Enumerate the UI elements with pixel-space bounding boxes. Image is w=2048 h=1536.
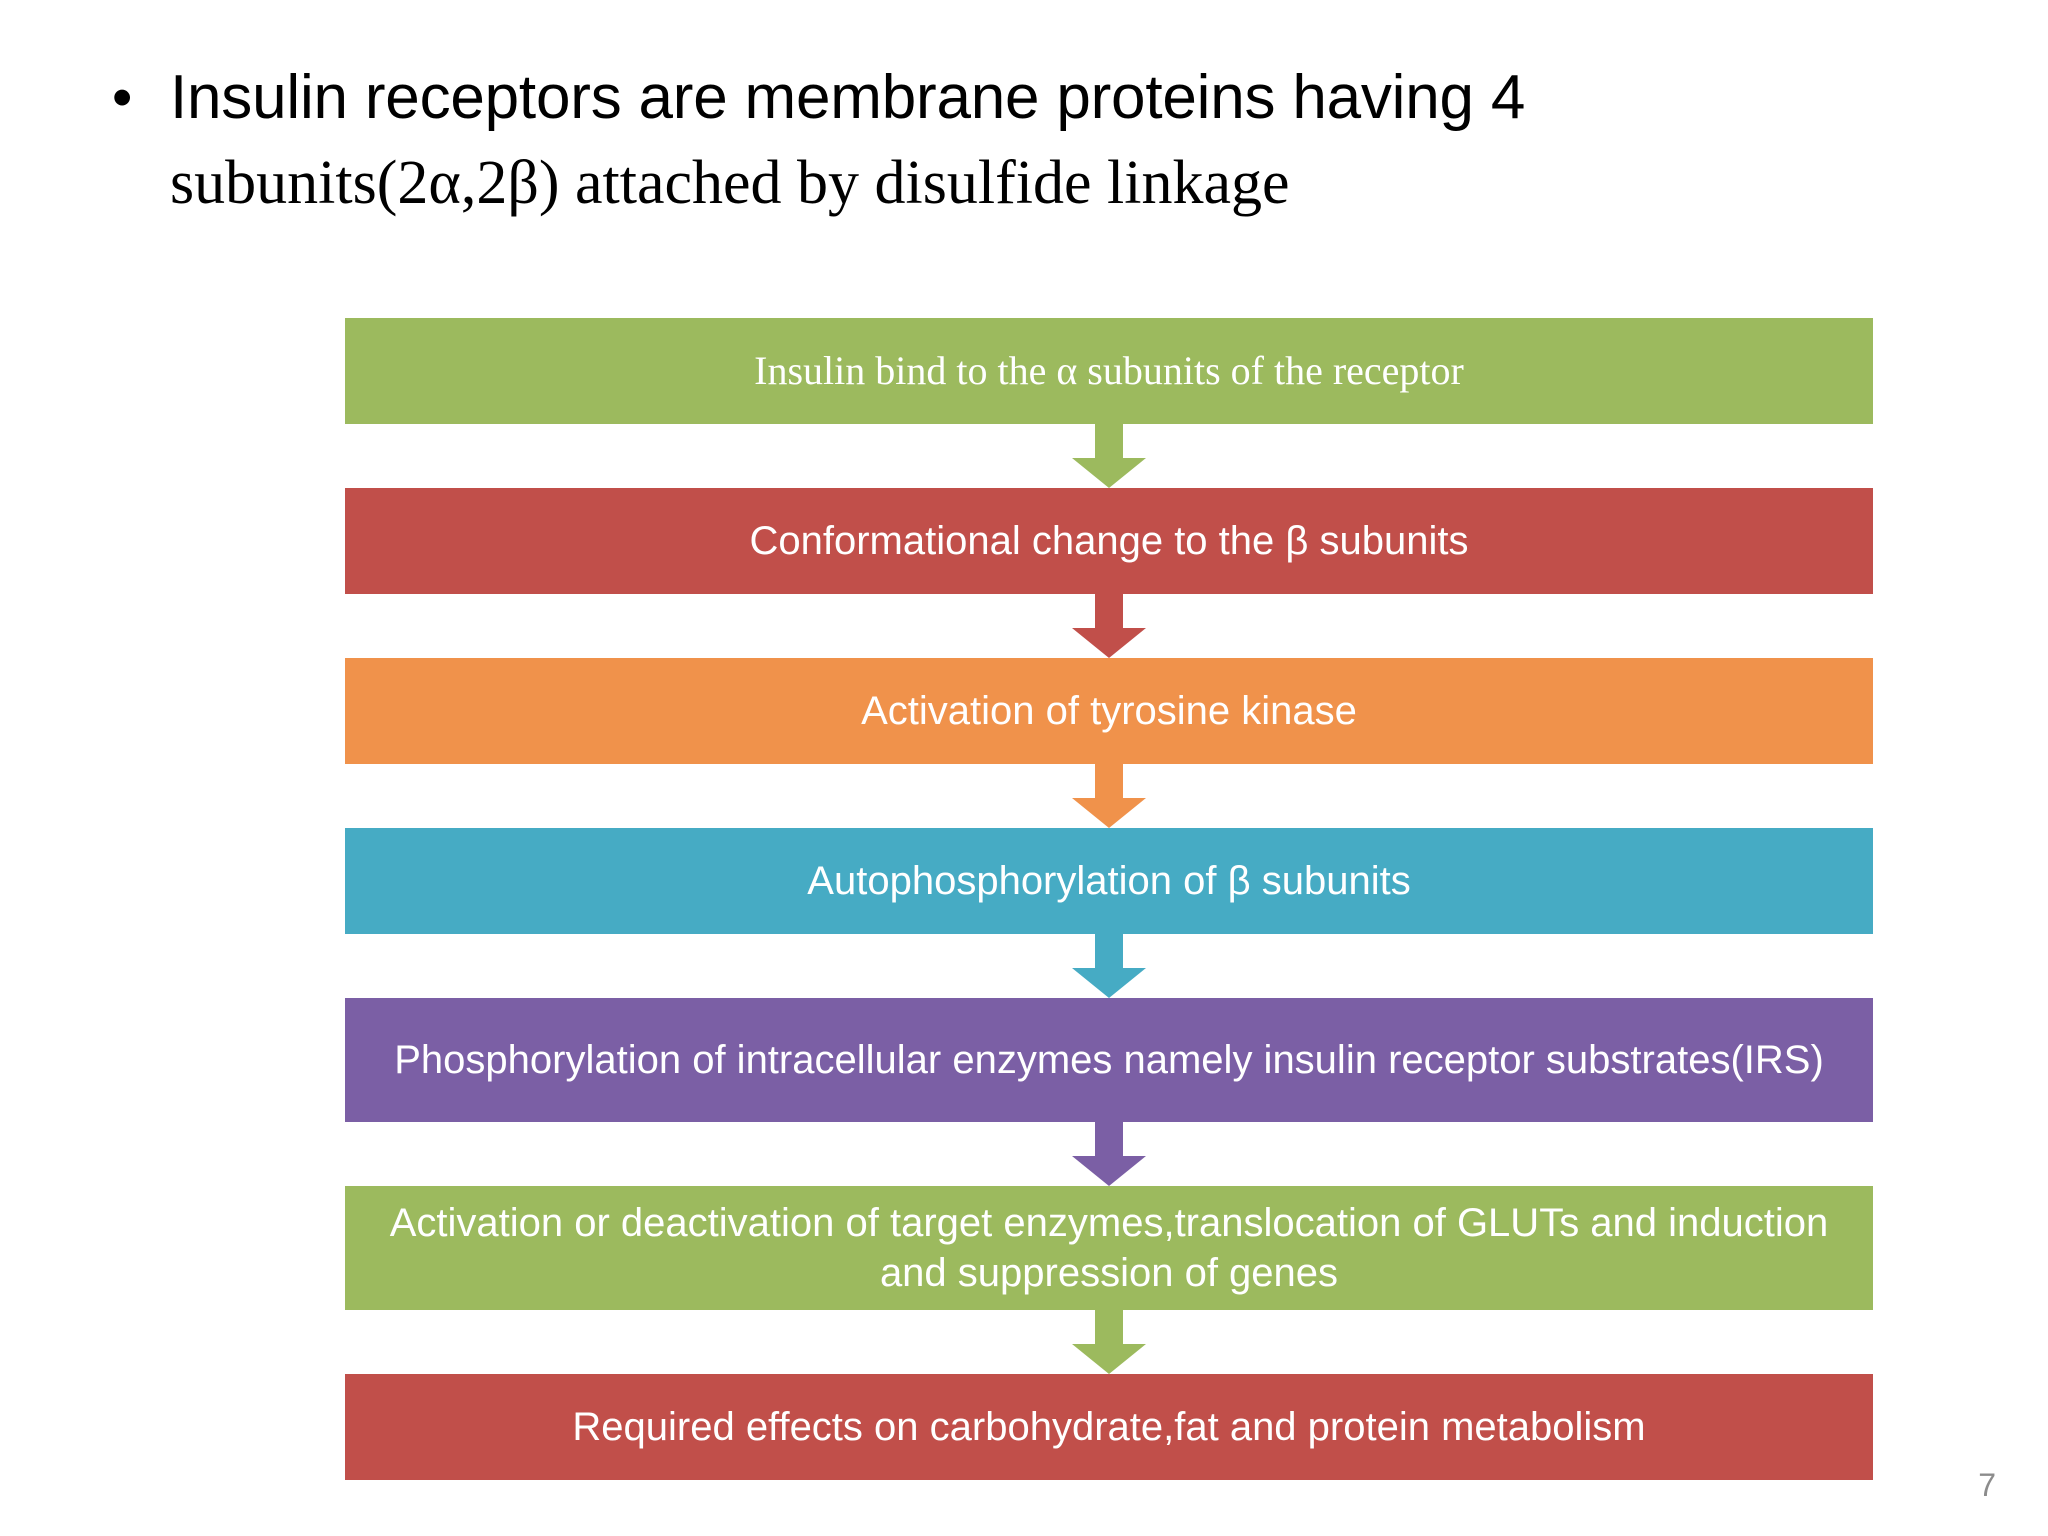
bullet-point-icon: • <box>112 65 133 130</box>
title-line-2: subunits(2α,2β) attached by disulfide li… <box>170 149 1290 217</box>
flow-box-label: Required effects on carbohydrate,fat and… <box>572 1405 1646 1449</box>
flow-box-label: Activation of tyrosine kinase <box>861 689 1357 733</box>
down-arrow-icon <box>1072 1310 1146 1374</box>
flow-box-7[interactable]: Required effects on carbohydrate,fat and… <box>345 1374 1873 1480</box>
insulin-receptor-flow-chart: Insulin bind to the α subunits of the re… <box>345 318 1873 1480</box>
slide-title: • Insulin receptors are membrane protein… <box>112 56 1952 226</box>
flow-step-3: Activation of tyrosine kinase <box>345 658 1873 764</box>
down-arrow-icon <box>1072 424 1146 488</box>
down-arrow-icon <box>1072 764 1146 828</box>
flow-box-5[interactable]: Phosphorylation of intracellular enzymes… <box>345 998 1873 1122</box>
flow-connector-1 <box>345 424 1873 488</box>
flow-connector-4 <box>345 934 1873 998</box>
flow-box-label: Activation or deactivation of target enz… <box>389 1201 1829 1295</box>
flow-step-5: Phosphorylation of intracellular enzymes… <box>345 998 1873 1122</box>
flow-step-2: Conformational change to the β subunits <box>345 488 1873 594</box>
down-arrow-icon <box>1072 594 1146 658</box>
flow-step-7: Required effects on carbohydrate,fat and… <box>345 1374 1873 1480</box>
flow-box-6[interactable]: Activation or deactivation of target enz… <box>345 1186 1873 1310</box>
down-arrow-icon <box>1072 934 1146 998</box>
page-number: 7 <box>1978 1467 1996 1503</box>
flow-box-label: Phosphorylation of intracellular enzymes… <box>394 1038 1824 1082</box>
flow-step-4: Autophosphorylation of β subunits <box>345 828 1873 934</box>
flow-box-label: Autophosphorylation of β subunits <box>807 859 1411 903</box>
flow-box-label: Conformational change to the β subunits <box>749 519 1469 563</box>
down-arrow-icon <box>1072 1122 1146 1186</box>
flow-connector-5 <box>345 1122 1873 1186</box>
flow-box-2[interactable]: Conformational change to the β subunits <box>345 488 1873 594</box>
flow-step-1: Insulin bind to the α subunits of the re… <box>345 318 1873 424</box>
flow-connector-2 <box>345 594 1873 658</box>
flow-connector-3 <box>345 764 1873 828</box>
title-bullet-row: • Insulin receptors are membrane protein… <box>112 56 1952 226</box>
flow-step-6: Activation or deactivation of target enz… <box>345 1186 1873 1310</box>
flow-box-1[interactable]: Insulin bind to the α subunits of the re… <box>345 318 1873 424</box>
flow-box-4[interactable]: Autophosphorylation of β subunits <box>345 828 1873 934</box>
title-line-1: Insulin receptors are membrane proteins … <box>170 63 1526 132</box>
flow-connector-6 <box>345 1310 1873 1374</box>
flow-box-3[interactable]: Activation of tyrosine kinase <box>345 658 1873 764</box>
flow-box-label: Insulin bind to the α subunits of the re… <box>754 348 1464 393</box>
title-text-block: Insulin receptors are membrane proteins … <box>170 56 1952 226</box>
